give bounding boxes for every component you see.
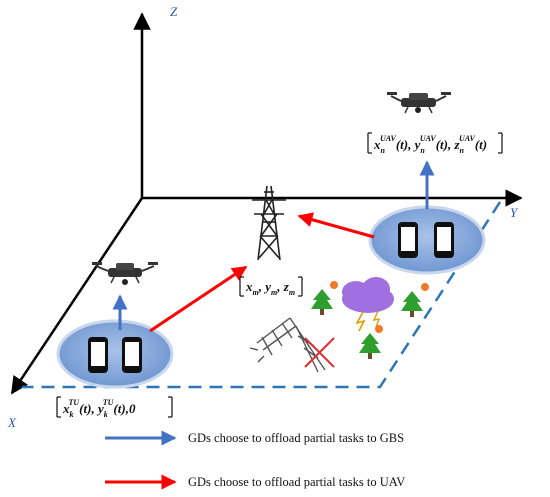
gd-coordinate-label: xkTU(t), ykTU(t),0 <box>56 396 173 419</box>
svg-text:xnUAV(t), ynUAV(t), znUAV(t): xnUAV(t), ynUAV(t), znUAV(t) <box>373 134 487 155</box>
legend-label-gbs: GDs choose to offload partial tasks to G… <box>188 431 404 445</box>
phone-icon <box>122 337 142 373</box>
legend-item-gbs: GDs choose to offload partial tasks to G… <box>105 430 404 446</box>
tree-icon <box>401 283 429 317</box>
offload-to-gbs-arrow <box>297 212 375 239</box>
uav-drone-icon <box>92 262 158 285</box>
legend-label-uav: GDs choose to offload partial tasks to U… <box>188 475 405 489</box>
uav-drone-icon <box>387 92 451 114</box>
legend: GDs choose to offload partial tasks to G… <box>105 430 405 490</box>
x-axis-label: X <box>7 415 17 430</box>
destroyed-cross-icon <box>304 337 335 368</box>
destroyed-tower-icon <box>249 317 326 373</box>
gd-cluster-right <box>368 205 486 275</box>
offload-to-gbs-arrow <box>149 265 248 333</box>
storm-cloud-icon <box>342 277 394 332</box>
gbs-coordinate-label: xm, ym, zm <box>239 276 303 297</box>
svg-text:xkTU(t), ykTU(t),0: xkTU(t), ykTU(t),0 <box>62 398 136 419</box>
phone-icon <box>398 222 418 258</box>
tree-icon <box>359 325 383 359</box>
gbs-tower-icon <box>252 185 286 261</box>
phone-icon <box>434 222 454 258</box>
gd-cluster-left <box>56 319 174 389</box>
x-axis <box>10 197 144 395</box>
tree-icon <box>311 281 338 315</box>
y-axis-label: Y <box>510 205 519 220</box>
z-axis-label: Z <box>170 4 178 19</box>
phone-icon <box>88 337 108 373</box>
uav-coordinate-label: xnUAV(t), ynUAV(t), znUAV(t) <box>367 132 503 155</box>
legend-item-uav: GDs choose to offload partial tasks to U… <box>105 474 405 490</box>
svg-text:xm, ym, zm: xm, ym, zm <box>245 279 295 297</box>
